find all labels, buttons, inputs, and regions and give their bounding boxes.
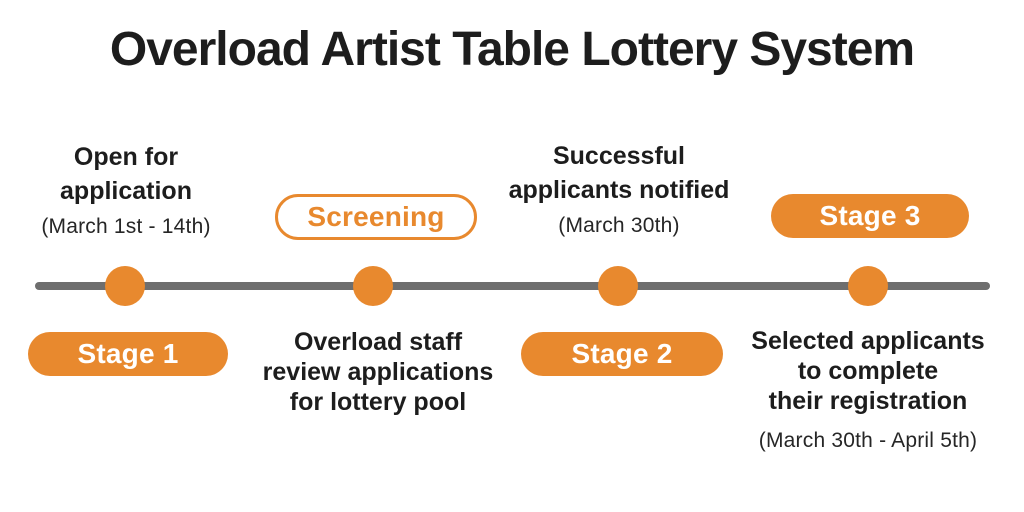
description-line: Selected applicants (751, 327, 985, 355)
milestone-stage3-label: Selected applicants to complete their re… (722, 326, 1014, 453)
milestone-stage2-label: Successful applicants notified (March 30… (483, 140, 755, 238)
milestone-stage2-heading: Successful applicants notified (483, 140, 755, 207)
screening-pill: Screening (275, 194, 477, 240)
milestone-stage1-heading: Open for application (20, 141, 232, 208)
stage2-pill: Stage 2 (521, 332, 723, 376)
timeline-dot-stage2 (598, 266, 638, 306)
description-line: to complete (797, 357, 939, 385)
description-line: review applications (262, 358, 494, 386)
heading-line: Successful (552, 142, 685, 170)
milestone-stage3-description: Selected applicants to complete their re… (722, 326, 1014, 416)
timeline-dot-stage3 (848, 266, 888, 306)
heading-line: Open for (73, 143, 179, 171)
milestone-stage1-label: Open for application (March 1st - 14th) (20, 141, 232, 239)
description-line: for lottery pool (289, 388, 467, 416)
timeline-dot-screening (353, 266, 393, 306)
heading-line: application (60, 176, 192, 205)
stage3-pill: Stage 3 (771, 194, 969, 238)
timeline-line (35, 282, 990, 290)
milestone-stage1-date: (March 1st - 14th) (41, 215, 211, 238)
description-line: Overload staff (293, 328, 463, 356)
milestone-screening-description: Overload staff review applications for l… (236, 327, 520, 417)
milestone-stage2-date: (March 30th) (558, 214, 680, 237)
description-line: their registration (768, 387, 968, 415)
page-title: Overload Artist Table Lottery System (109, 23, 915, 76)
stage1-pill: Stage 1 (28, 332, 228, 376)
timeline-dot-stage1 (105, 266, 145, 306)
heading-line: applicants notified (508, 175, 730, 204)
milestone-stage3-date: (March 30th - April 5th) (758, 429, 978, 452)
